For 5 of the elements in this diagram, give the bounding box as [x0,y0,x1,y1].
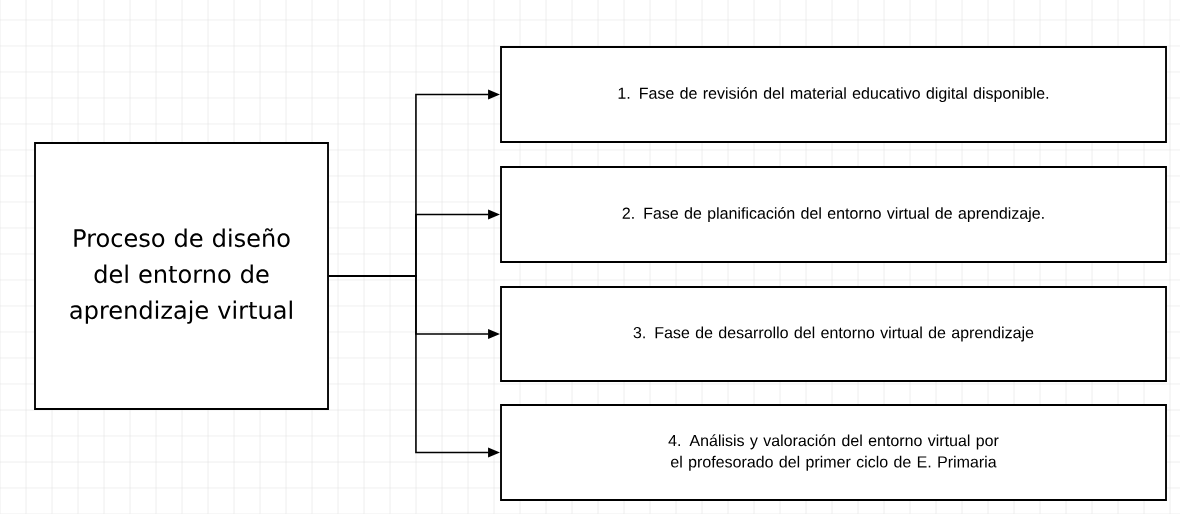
title-box: Proceso de diseño del entorno de aprendizaje virtual [34,142,329,410]
phase-box: 3. Fase de desarrollo del entorno virtual de aprendizaje [500,286,1167,382]
phase-box: 4. Análisis y valoración del entorno virtual por el profesorado del primer ciclo de E. Primaria [500,404,1167,501]
phase-box: 2. Fase de planificación del entorno virtual de aprendizaje. [500,166,1167,263]
phase-box: 1. Fase de revisión del material educativo digital disponible. [500,46,1167,143]
